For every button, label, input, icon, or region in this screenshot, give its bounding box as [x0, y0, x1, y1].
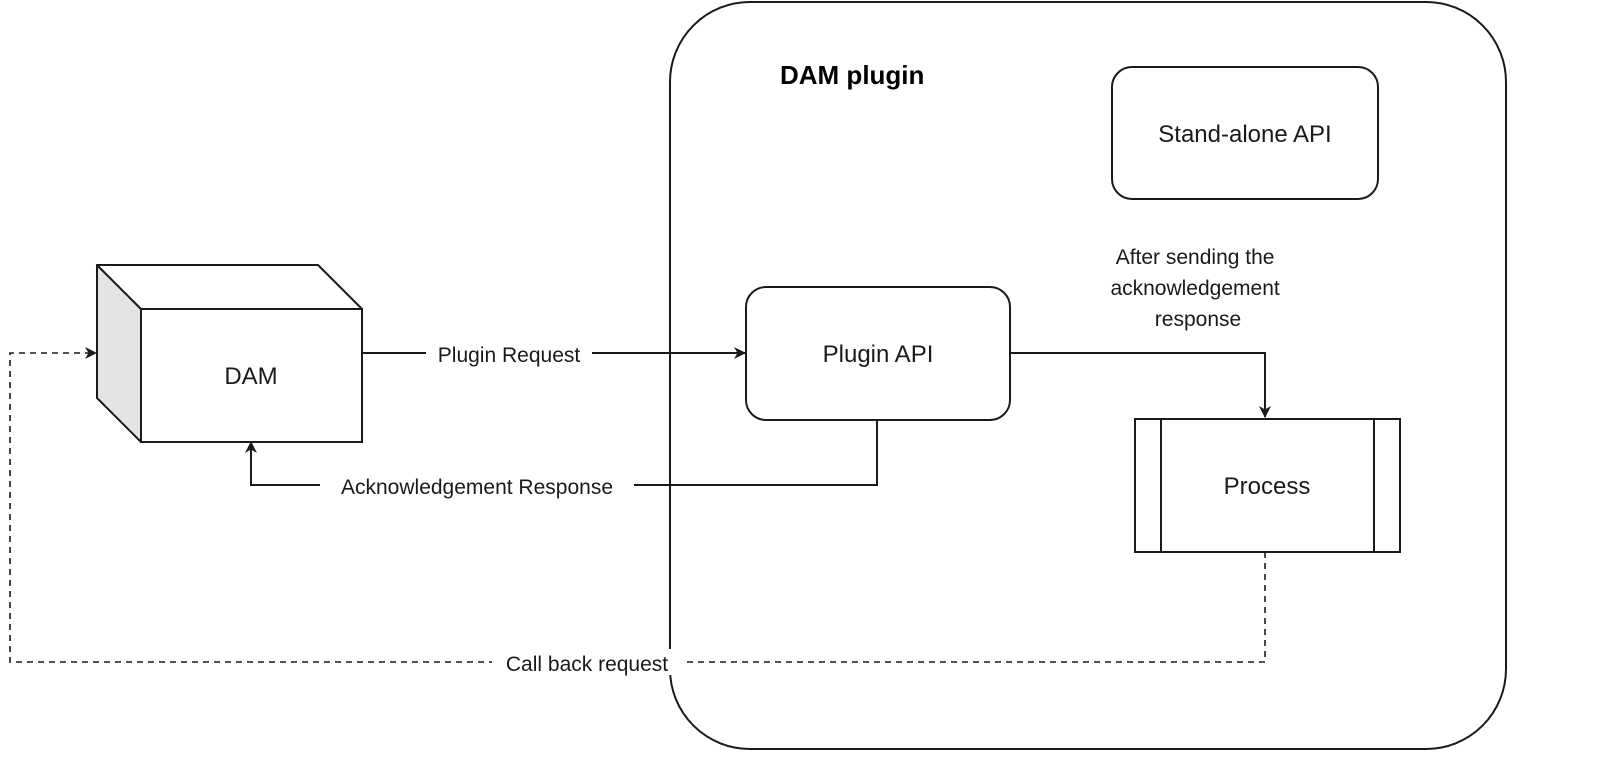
process-node[interactable]: Process	[1134, 418, 1401, 553]
edge-label-call-back-request: Call back request	[506, 653, 668, 676]
edge-label-plugin-request: Plugin Request	[438, 344, 581, 367]
dam-plugin-container[interactable]: DAM plugin	[669, 1, 1507, 750]
edge-after-sending-ack[interactable]: After sending the acknowledgement respon…	[1010, 246, 1286, 418]
edge-acknowledgement-response[interactable]: Acknowledgement Response	[245, 420, 878, 499]
dam-node-label: DAM	[224, 363, 277, 390]
dam-plugin-title: DAM plugin	[780, 60, 924, 90]
edge-call-back-request[interactable]: Call back request	[9, 347, 1266, 676]
plugin-api-node[interactable]: Plugin API	[745, 286, 1011, 421]
plugin-api-node-label: Plugin API	[823, 341, 934, 368]
edge-label-after-sending-ack: After sending the acknowledgement respon…	[1110, 246, 1285, 331]
standalone-api-node[interactable]: Stand-alone API	[1111, 66, 1379, 200]
dam-node[interactable]: DAM	[96, 264, 363, 443]
process-node-label: Process	[1224, 473, 1311, 500]
edge-plugin-request[interactable]: Plugin Request	[362, 340, 746, 367]
standalone-api-node-label: Stand-alone API	[1158, 121, 1331, 148]
edge-label-acknowledgement-response: Acknowledgement Response	[341, 476, 613, 499]
